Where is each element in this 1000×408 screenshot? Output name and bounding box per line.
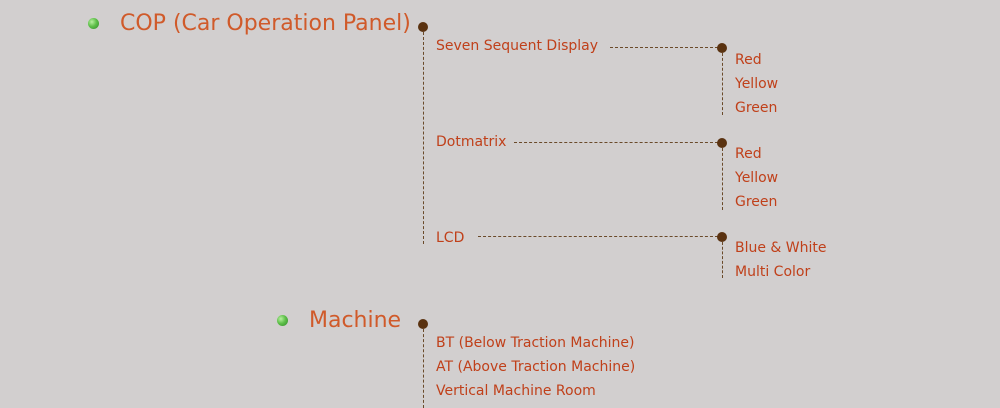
option-item: Yellow (735, 76, 779, 92)
section-bullet-icon (277, 315, 288, 326)
cop-item-label: LCD (436, 230, 465, 246)
branch-connector-line (478, 236, 718, 237)
option-item: Blue & White (735, 240, 827, 256)
cop-item-label: Seven Sequent Display (436, 38, 599, 54)
section-node-icon (418, 22, 428, 32)
option-item: Red (735, 52, 762, 68)
machine-item-label: BT (Below Traction Machine) (436, 335, 635, 351)
option-item: Yellow (735, 170, 779, 186)
option-item: Multi Color (735, 264, 811, 280)
section-title-cop: COP (Car Operation Panel) (120, 11, 411, 36)
option-item: Red (735, 146, 762, 162)
branch-connector-line (610, 47, 718, 48)
branch-node-icon (717, 43, 727, 53)
machine-item-label: Vertical Machine Room (436, 383, 596, 399)
branch-node-icon (717, 232, 727, 242)
branch-options-line (722, 53, 723, 115)
section-node-icon (418, 319, 428, 329)
branch-connector-line (514, 142, 718, 143)
branch-node-icon (717, 138, 727, 148)
option-item: Green (735, 194, 778, 210)
cop-item-label: Dotmatrix (436, 134, 507, 150)
section-title-machine: Machine (309, 308, 402, 333)
branch-options-line (722, 148, 723, 210)
section-bullet-icon (88, 18, 99, 29)
machine-item-label: AT (Above Traction Machine) (436, 359, 636, 375)
branch-options-line (722, 242, 723, 278)
section-connector-line (423, 32, 424, 244)
section-connector-line (423, 329, 424, 408)
option-item: Green (735, 100, 778, 116)
